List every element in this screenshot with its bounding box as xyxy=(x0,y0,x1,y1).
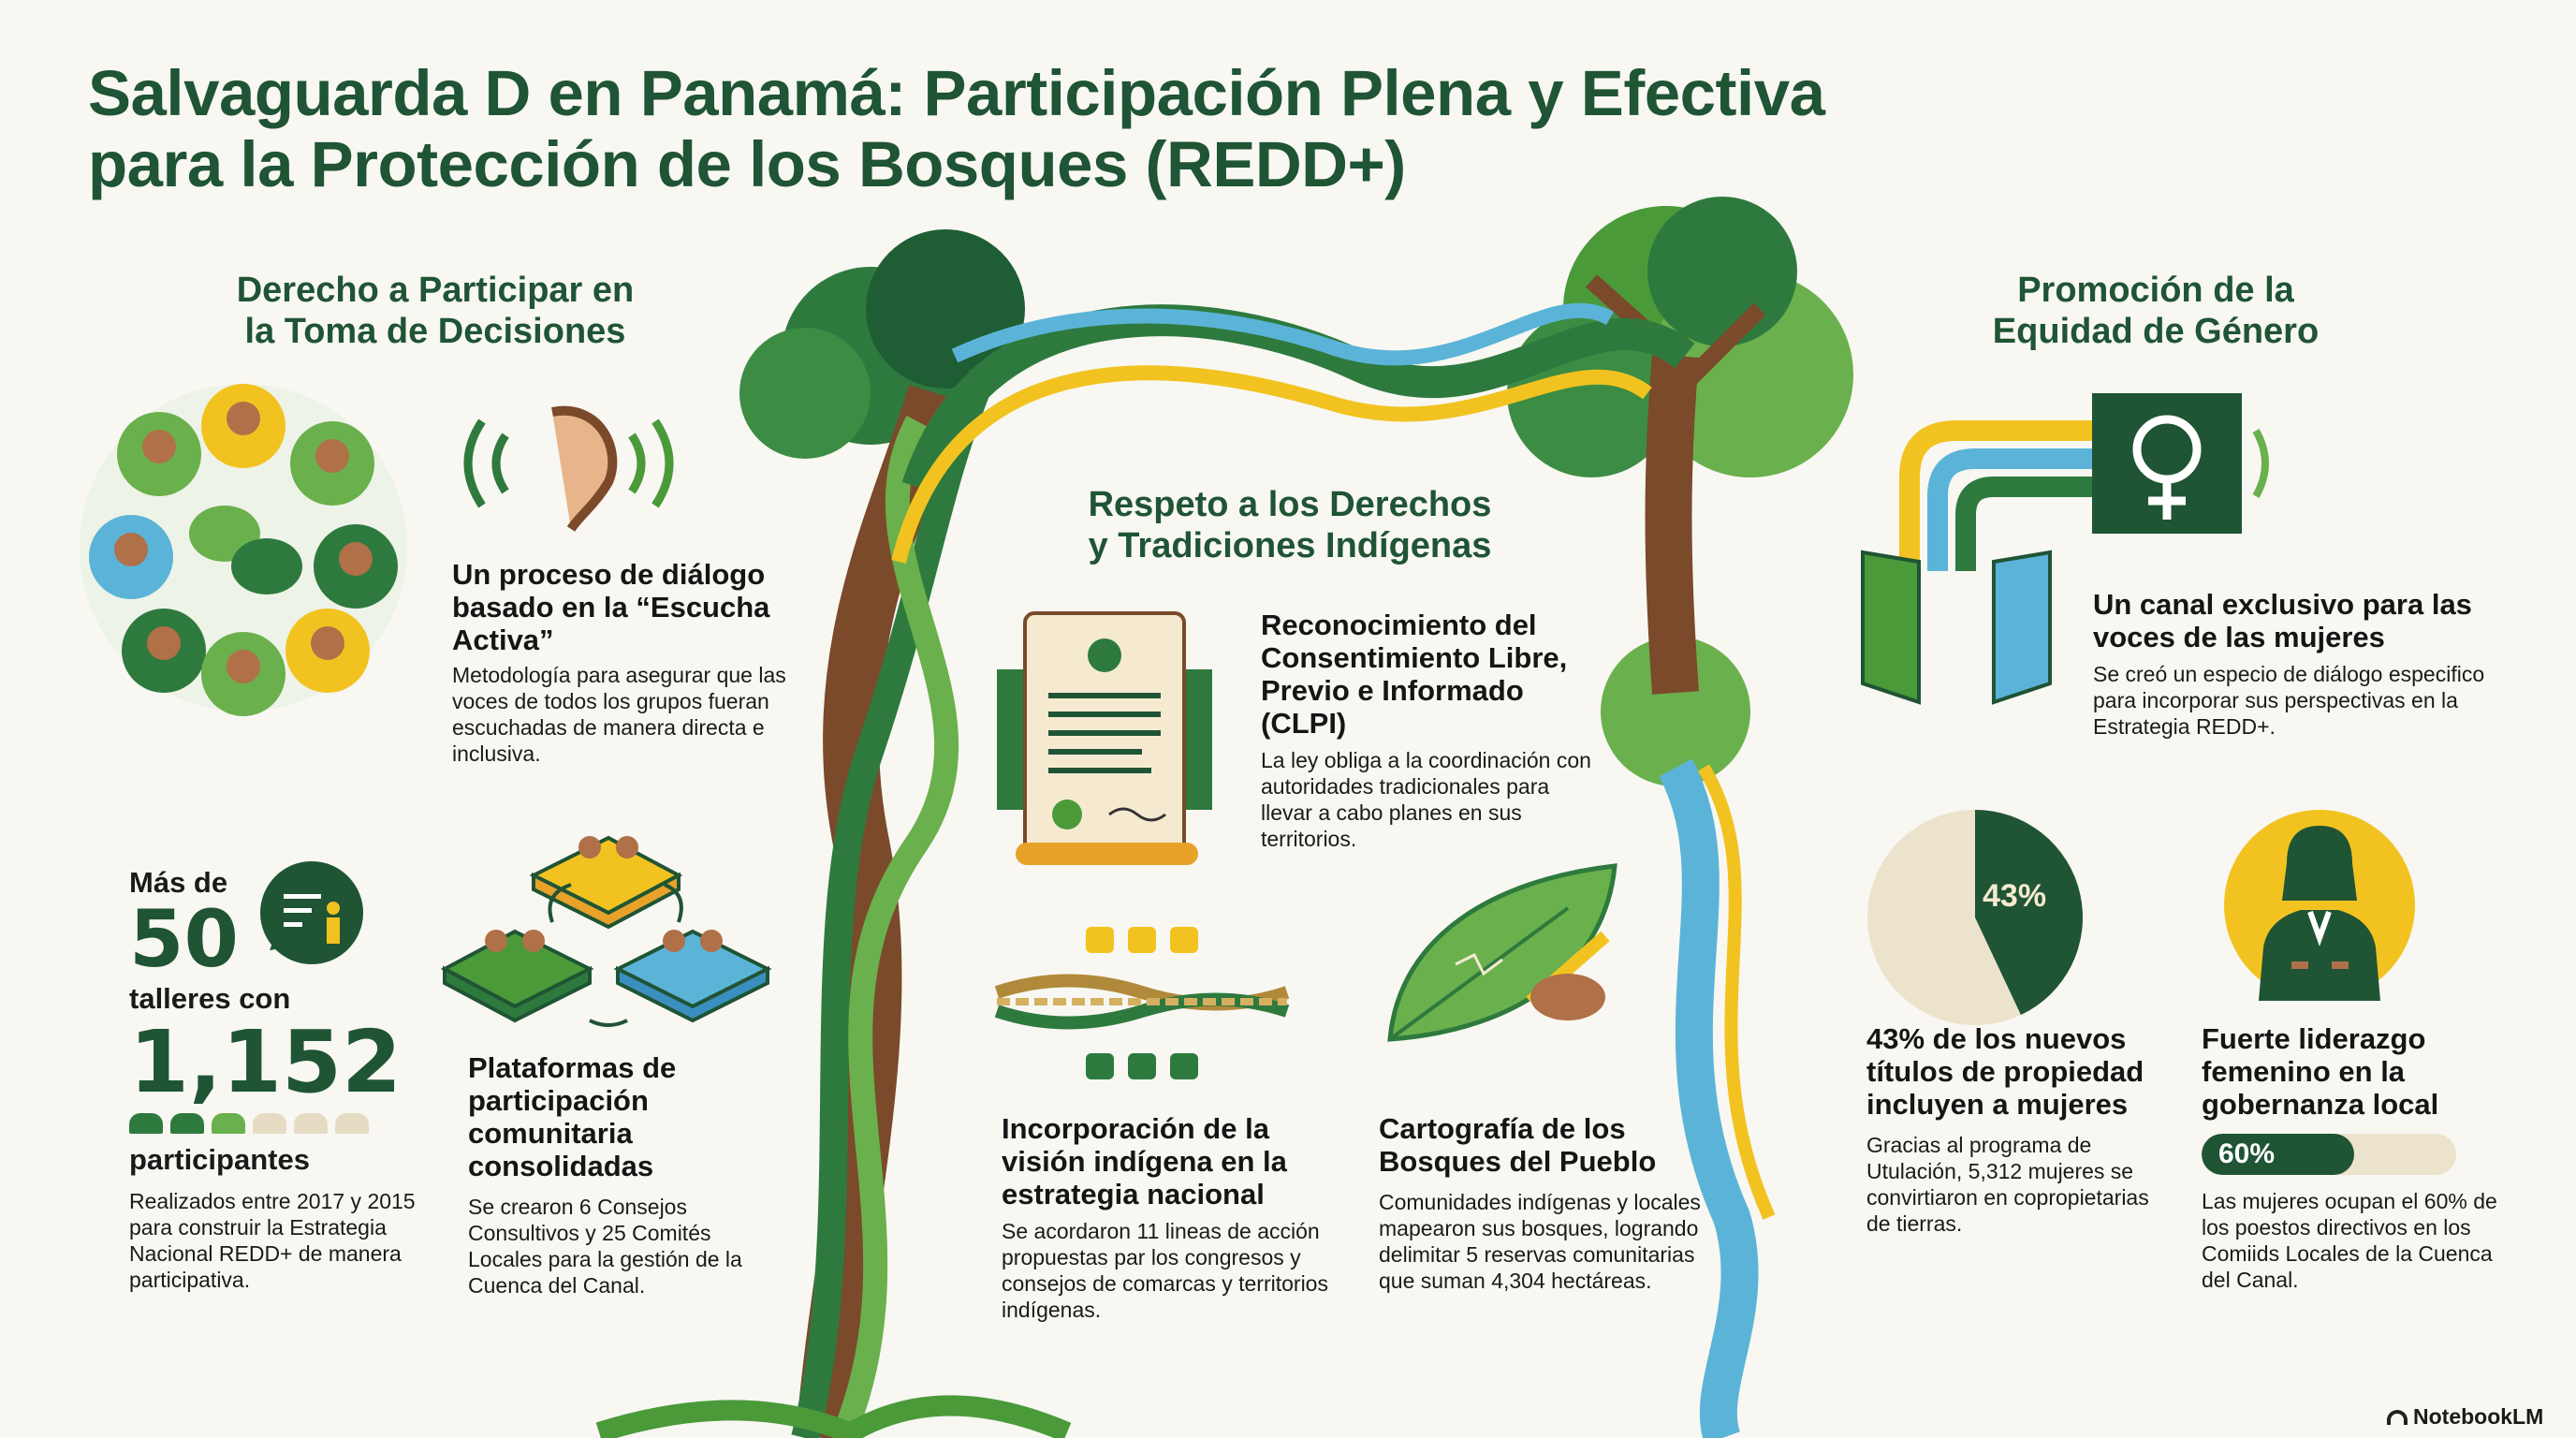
talleres-stat-block: Más de 50 talleres con 1,152 participant… xyxy=(129,866,429,1293)
community-platforms-icon xyxy=(440,835,772,1027)
right-trunk xyxy=(1645,353,1699,695)
cartografia-title: Cartografía de los Bosques del Pueblo xyxy=(1379,1112,1657,1178)
talleres-post: participantes xyxy=(129,1143,310,1176)
titulos-body: Gracias al programa de Utulación, 5,312 … xyxy=(1866,1133,2149,1236)
plataformas-title: Plataformas de participación comunitaria… xyxy=(468,1051,677,1182)
page-title: Salvaguarda D en Panamá: Participación P… xyxy=(88,57,1825,200)
notebooklm-brand: NotebookLM xyxy=(2387,1404,2543,1430)
canal-title: Un canal exclusivo para las voces de las… xyxy=(2093,588,2472,653)
clpi-block: Reconocimiento del Consentimiento Libre,… xyxy=(1261,609,1598,852)
talleres-count: 50 xyxy=(129,893,239,985)
talleres-pre: Más de xyxy=(129,866,228,899)
leadership-progress-bar: 60% xyxy=(2202,1134,2456,1175)
participants-people-icons xyxy=(129,1113,429,1134)
progress-fill: 60% xyxy=(2202,1134,2355,1175)
talleres-body: Realizados entre 2017 y 2015 para constr… xyxy=(129,1189,416,1292)
heading-line: y Tradiciones Indígenas xyxy=(1088,526,1492,565)
title-line-1: Salvaguarda D en Panamá: Participación P… xyxy=(88,57,1825,129)
community-circle-icon xyxy=(80,384,407,716)
canal-body: Se creó un especio de diálogo especifico… xyxy=(2093,662,2485,739)
cartografia-block: Cartografía de los Bosques del Pueblo Co… xyxy=(1379,1112,1716,1294)
heading-line: Promoción de la xyxy=(2017,271,2294,310)
section-heading-derechos: Respeto a los Derechos y Tradiciones Ind… xyxy=(1056,484,1524,566)
escucha-title: Un proceso de diálogo basado en la “Escu… xyxy=(452,558,770,656)
titulos-block: 43% de los nuevos títulos de propiedad i… xyxy=(1866,1022,2175,1237)
title-line-2: para la Protección de los Bosques (REDD+… xyxy=(88,128,1406,200)
plataformas-body: Se crearon 6 Consejos Consultivos y 25 C… xyxy=(468,1195,742,1298)
workshop-presentation-icon xyxy=(260,861,363,964)
titulos-title: 43% de los nuevos títulos de propiedad i… xyxy=(1866,1022,2144,1121)
progress-label: 60% xyxy=(2218,1138,2276,1169)
pie-label: 43% xyxy=(1983,878,2047,914)
plataformas-block: Plataformas de participación comunitaria… xyxy=(468,1051,768,1299)
law-scroll-icon xyxy=(997,611,1212,865)
brand-label: NotebookLM xyxy=(2413,1404,2544,1429)
vision-indigena-block: Incorporación de la visión indígena en l… xyxy=(1002,1112,1339,1323)
heading-line: Derecho a Participar en xyxy=(236,271,635,310)
women-voice-channel-icon xyxy=(1861,393,2269,705)
clpi-body: La ley obliga a la coordinación con auto… xyxy=(1261,748,1591,851)
leaf-map-icon xyxy=(1387,863,1617,1042)
heading-line: Respeto a los Derechos xyxy=(1088,485,1492,524)
canal-exclusivo-block: Un canal exclusivo para las voces de las… xyxy=(2093,588,2524,740)
talleres-mid: talleres con xyxy=(129,982,291,1015)
section-heading-participar: Derecho a Participar en la Toma de Decis… xyxy=(211,270,660,352)
escucha-body: Metodología para asegurar que las voces … xyxy=(452,663,786,766)
liderazgo-title: Fuerte liderazgo femenino en la gobernan… xyxy=(2202,1022,2439,1121)
vision-title: Incorporación de la visión indígena en l… xyxy=(1002,1112,1287,1211)
clpi-title: Reconocimiento del Consentimiento Libre,… xyxy=(1261,609,1568,740)
heading-line: la Toma de Decisiones xyxy=(244,312,626,351)
woman-leader-icon xyxy=(2224,810,2415,1001)
pie-slice-women xyxy=(1975,810,2083,1016)
vision-body: Se acordaron 11 lineas de acción propues… xyxy=(1002,1219,1328,1322)
ear-listening-icon xyxy=(463,405,674,532)
heading-line: Equidad de Género xyxy=(1992,312,2320,351)
woven-rope-icon xyxy=(994,927,1290,1079)
river xyxy=(1659,758,1759,1438)
titles-pie-chart xyxy=(1867,810,2083,1025)
escucha-activa-block: Un proceso de diálogo basado en la “Escu… xyxy=(452,558,789,767)
notebooklm-logo-icon xyxy=(2387,1409,2408,1425)
participants-count: 1,152 xyxy=(129,1012,402,1112)
cartografia-body: Comunidades indígenas y locales mapearon… xyxy=(1379,1190,1701,1293)
liderazgo-body: Las mujeres ocupan el 60% de los poestos… xyxy=(2202,1189,2497,1292)
liderazgo-block: Fuerte liderazgo femenino en la gobernan… xyxy=(2202,1022,2510,1293)
section-heading-equidad: Promoción de la Equidad de Género xyxy=(1931,270,2380,352)
